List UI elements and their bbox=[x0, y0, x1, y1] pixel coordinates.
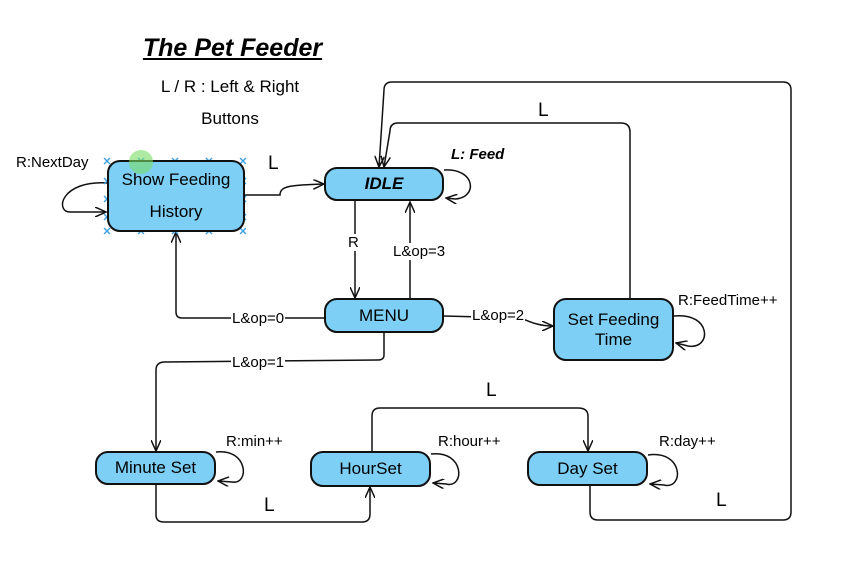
label-minute-to-hour: L bbox=[264, 495, 275, 516]
node-menu[interactable]: MENU bbox=[324, 298, 444, 333]
node-day-set[interactable]: Day Set bbox=[527, 451, 648, 486]
edge-history-self bbox=[61, 182, 109, 212]
node-show-feeding-history-line2: History bbox=[149, 202, 203, 221]
label-menu-to-minute: L&op=1 bbox=[231, 354, 286, 371]
node-idle[interactable]: IDLE bbox=[324, 167, 444, 201]
edge-feedtime-self bbox=[673, 315, 706, 347]
label-feedtime-to-idle: L bbox=[538, 100, 549, 121]
edge-minute-self bbox=[215, 451, 245, 482]
label-day-to-idle: L bbox=[716, 490, 727, 511]
node-hour-set[interactable]: HourSet bbox=[310, 451, 431, 487]
node-minute-set[interactable]: Minute Set bbox=[95, 451, 216, 485]
label-history-to-idle: L bbox=[268, 153, 279, 174]
label-menu-to-feedtime: L&op=2 bbox=[471, 307, 526, 324]
node-set-feeding-time-line1: Set Feeding bbox=[567, 309, 660, 329]
label-r-min: R:min++ bbox=[226, 433, 283, 450]
legend-line-2: Buttons bbox=[201, 109, 259, 128]
label-r-hour: R:hour++ bbox=[438, 433, 501, 450]
edge-history-idle bbox=[244, 184, 324, 196]
cursor-highlight bbox=[129, 150, 153, 174]
label-menu-to-history: L&op=0 bbox=[231, 310, 286, 327]
node-set-feeding-time[interactable]: Set Feeding Time bbox=[553, 298, 674, 361]
edge-day-self bbox=[647, 454, 679, 486]
edge-menu-history bbox=[176, 232, 324, 319]
edge-feedtime-idle bbox=[384, 122, 631, 300]
node-show-feeding-history-line1: Show Feeding bbox=[121, 170, 231, 190]
label-menu-to-idle: L&op=3 bbox=[392, 243, 447, 260]
edge-idle-self bbox=[443, 169, 472, 199]
label-r-day: R:day++ bbox=[659, 433, 716, 450]
label-hour-to-day: L bbox=[486, 380, 497, 401]
label-r-feedtime: R:FeedTime++ bbox=[678, 292, 778, 309]
edge-hour-day bbox=[371, 407, 588, 452]
node-show-feeding-history[interactable]: Show Feeding History bbox=[107, 160, 245, 232]
legend-line-1: L / R : Left & Right bbox=[160, 77, 300, 96]
diagram-title: The Pet Feeder bbox=[142, 34, 323, 62]
edge-hour-self bbox=[430, 453, 460, 485]
node-set-feeding-time-line2: Time bbox=[594, 329, 633, 349]
edge-minute-hour bbox=[155, 485, 370, 523]
label-r-nextday: R:NextDay bbox=[16, 154, 89, 171]
edge-day-idle bbox=[379, 81, 792, 521]
label-l-feed: L: Feed bbox=[451, 146, 505, 163]
label-idle-to-menu: R bbox=[347, 234, 360, 251]
